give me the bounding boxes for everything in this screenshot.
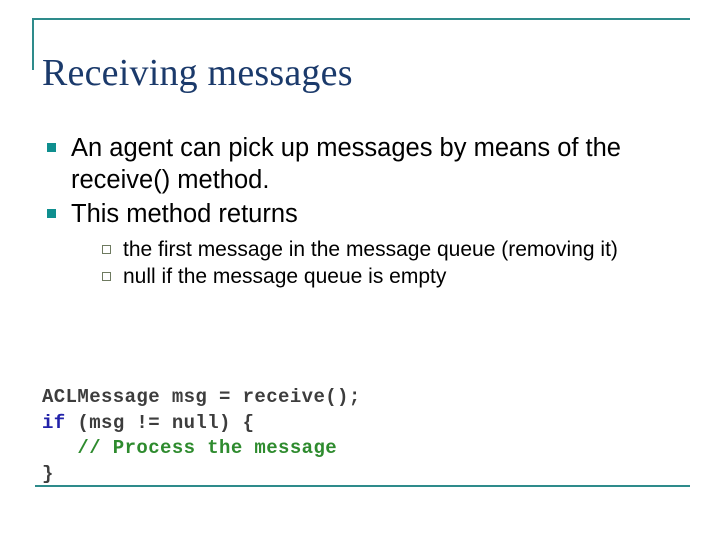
code-token-comment: // Process the message (77, 437, 338, 459)
code-line: if (msg != null) { (42, 412, 254, 434)
bullet-list-level2: the first message in the message queue (… (71, 237, 690, 290)
list-item: the first message in the message queue (… (98, 237, 690, 263)
sub-bullet-text: null if the message queue is empty (123, 265, 447, 288)
sub-bullet-text: the first message in the message queue (… (123, 238, 618, 261)
list-item: An agent can pick up messages by means o… (44, 132, 690, 196)
code-token-plain: } (42, 462, 54, 485)
page-title: Receiving messages (42, 52, 353, 95)
hollow-square-bullet-icon (102, 272, 111, 281)
code-token-keyword: if (42, 411, 66, 434)
hollow-square-bullet-icon (102, 245, 111, 254)
bullet-text: This method returns (71, 200, 298, 228)
code-token-plain: (msg != null) { (65, 411, 255, 434)
filled-square-bullet-icon (47, 209, 56, 218)
filled-square-bullet-icon (47, 143, 56, 152)
list-item: This method returns the first message in… (44, 198, 690, 290)
footer-accent-rule (35, 485, 690, 487)
slide-body: An agent can pick up messages by means o… (44, 132, 690, 292)
title-accent-rule-top (32, 18, 690, 20)
code-snippet: ACLMessage msg = receive(); if (msg != n… (42, 385, 361, 487)
bullet-list-level1: An agent can pick up messages by means o… (44, 132, 690, 290)
code-line: } (42, 463, 54, 485)
bullet-text: An agent can pick up messages by means o… (71, 134, 621, 194)
code-line: // Process the message (42, 437, 337, 459)
code-token-plain: ACLMessage msg = receive(); (42, 386, 361, 408)
code-line: ACLMessage msg = receive(); (42, 386, 361, 408)
title-accent-bar-vertical (32, 18, 34, 70)
code-token-plain (42, 437, 77, 459)
list-item: null if the message queue is empty (98, 264, 690, 290)
